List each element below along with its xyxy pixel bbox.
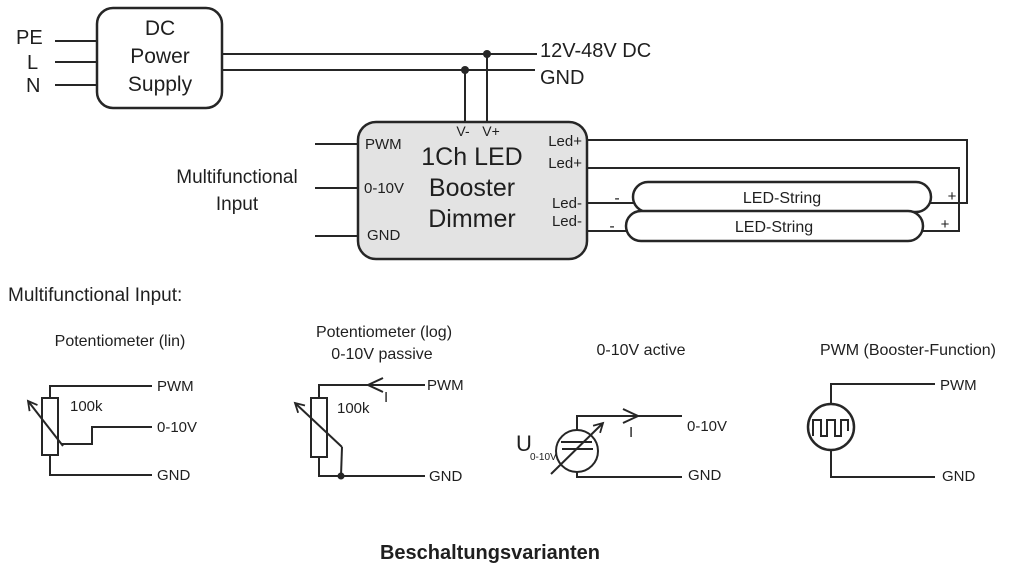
variant3-current-label: I	[629, 424, 633, 441]
dimmer-led-plus-2: Led+	[548, 155, 582, 172]
dimmer-title-line1: 1Ch LED	[421, 143, 522, 171]
led-string-2-minus: -	[609, 218, 614, 235]
resistor-body	[310, 397, 328, 458]
variant2-current-label: I	[384, 389, 388, 406]
voltage-source-circle	[555, 429, 599, 473]
resistor-body	[41, 397, 59, 456]
dc-bus-wires	[222, 50, 537, 122]
variant3-gnd-label: GND	[688, 467, 722, 484]
variant4-title: PWM (Booster-Function)	[820, 342, 996, 359]
variant4-gnd-label: GND	[942, 468, 976, 485]
potentiometer-arrow	[293, 401, 343, 448]
dimmer-pwm-terminal: PWM	[365, 136, 402, 153]
potentiometer-arrow	[26, 399, 64, 447]
variant3-u-subscript: 0-10V	[530, 452, 557, 463]
junction-dot	[461, 66, 469, 74]
variant1-resistance-value: 100k	[70, 398, 103, 415]
current-direction-arrow	[365, 377, 384, 393]
multifunctional-input-wires	[315, 143, 358, 237]
dimmer-led-minus-1: Led-	[552, 195, 582, 212]
multifunctional-input-line1: Multifunctional	[176, 167, 297, 188]
dc-power-supply-box	[95, 6, 224, 110]
led-string-1-minus: -	[614, 190, 619, 207]
l-label: L	[27, 52, 38, 74]
square-wave-icon	[812, 419, 849, 437]
psu-title-line2: Power	[130, 45, 190, 68]
current-direction-arrow	[622, 408, 641, 424]
dimmer-analog-terminal: 0-10V	[364, 180, 404, 197]
led-string-1-label: LED-String	[743, 190, 821, 207]
dimmer-led-plus-1: Led+	[548, 133, 582, 150]
multifunctional-input-line2: Input	[216, 194, 259, 215]
variant1-gnd-label: GND	[157, 467, 191, 484]
led-string-2-box	[624, 209, 925, 243]
led-string-2-label: LED-String	[735, 219, 813, 236]
variant1-title: Potentiometer (lin)	[55, 333, 186, 350]
bus-voltage-label: 12V-48V DC	[540, 40, 651, 62]
variant2-title-line1: Potentiometer (log)	[316, 324, 452, 341]
variant2-title-line2: 0-10V passive	[331, 346, 432, 363]
pe-label: PE	[16, 27, 43, 49]
psu-title-line3: Supply	[128, 73, 193, 96]
n-label: N	[26, 75, 40, 97]
variant-potentiometer-log: Potentiometer (log) 0-10V passive I 100k…	[293, 324, 464, 485]
diagram-caption: Beschaltungsvarianten	[380, 542, 600, 564]
variant4-pwm-label: PWM	[940, 377, 977, 394]
variant2-gnd-label: GND	[429, 468, 463, 485]
mains-wires	[55, 40, 97, 86]
bus-gnd-label: GND	[540, 67, 584, 89]
variable-source-arrow	[550, 421, 605, 475]
variant2-pwm-label: PWM	[427, 377, 464, 394]
dimmer-title-line3: Dimmer	[428, 205, 516, 233]
led-string-2-plus: +	[941, 216, 950, 233]
variant-potentiometer-lin: Potentiometer (lin) 100k PWM 0-10V GND	[26, 333, 197, 484]
led-output-wires	[587, 139, 968, 232]
pwm-source-circle	[806, 402, 856, 452]
bottom-section-header: Multifunctional Input:	[8, 285, 182, 306]
led-booster-dimmer-box	[356, 120, 589, 261]
junction-dot	[483, 50, 491, 58]
dimmer-vplus-label: V+	[482, 123, 500, 139]
variant3-analog-label: 0-10V	[687, 418, 727, 435]
dimmer-led-minus-2: Led-	[552, 213, 582, 230]
variant3-u-label: U	[516, 431, 532, 456]
variant-pwm-booster: PWM (Booster-Function) PWM GND	[806, 342, 996, 485]
dimmer-title-line2: Booster	[429, 174, 515, 202]
variant2-resistance-value: 100k	[337, 400, 370, 417]
variant1-analog-label: 0-10V	[157, 419, 197, 436]
led-string-1-plus: +	[948, 188, 957, 205]
variant3-title: 0-10V active	[597, 342, 686, 359]
junction-dot	[337, 472, 345, 480]
variant1-pwm-label: PWM	[157, 378, 194, 395]
dimmer-vminus-label: V-	[456, 123, 470, 139]
variant-0-10v-active: 0-10V active I U 0-10V 0-10V GND	[516, 342, 727, 484]
psu-title-line1: DC	[145, 17, 175, 40]
dimmer-gnd-terminal: GND	[367, 227, 401, 244]
